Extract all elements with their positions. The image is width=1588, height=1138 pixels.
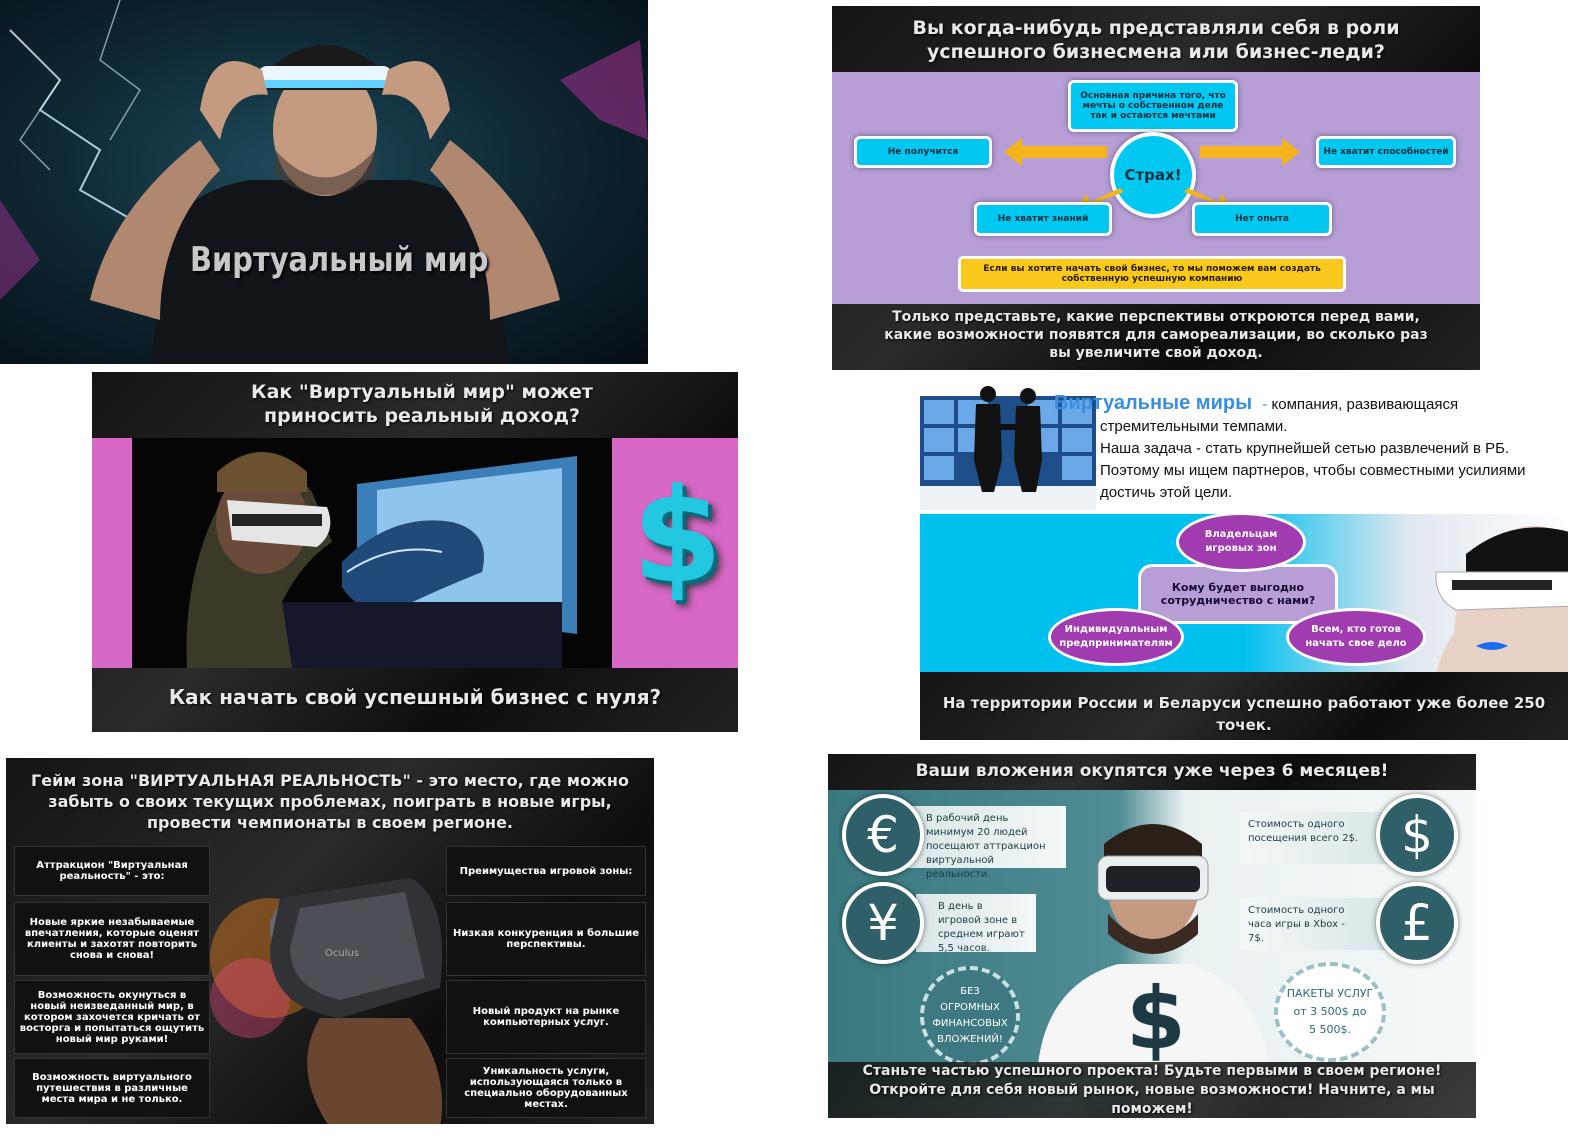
headset-label: Oculus: [325, 948, 359, 959]
yen-icon: ¥: [842, 882, 924, 964]
right-advantage-3: Уникальность услуги, использующаяся толь…: [446, 1058, 646, 1118]
ability-box: Не хватит способностей: [1316, 136, 1456, 168]
cinema-illustration: [186, 452, 577, 668]
packages-range: от 3 500$ до: [1293, 1005, 1367, 1018]
right-advantage-1: Низкая конкуренция и большие перспективы…: [446, 902, 646, 976]
panel-heading: Вы когда-нибудь представляли себя в роли…: [912, 17, 1400, 63]
xbox-price-fact: Стоимость одного часа игры в Xbox - 7$.: [1240, 898, 1390, 950]
offer-box: Если вы хотите начать свой бизнес, то мы…: [958, 256, 1346, 292]
vr-woman-illustration: [1435, 526, 1568, 674]
packages-max: 5 500$.: [1309, 1023, 1351, 1036]
footer-bar: [828, 1062, 1476, 1118]
fear-circle: Страх!: [1110, 132, 1196, 218]
dollar-icon: $: [1376, 794, 1458, 876]
no-big-investment-seal: БЕЗ ОГРОМНЫХ ФИНАНСОВЫХ ВЛОЖЕНИЙ!: [920, 966, 1020, 1066]
panel-real-income: Как "Виртуальный мир" может приносить ре…: [92, 372, 738, 732]
brand-name: Виртуальные миры: [1054, 392, 1253, 414]
panel-payback: Ваши вложения окупятся уже через 6 месяц…: [828, 754, 1476, 1118]
dash: -: [1258, 396, 1272, 413]
panel-heading: Ваши вложения окупятся уже через 6 месяц…: [915, 761, 1389, 781]
packages-title: ПАКЕТЫ УСЛУГ: [1286, 987, 1374, 1000]
euro-icon: €: [842, 794, 924, 876]
target-entrepreneurs: Индивидуальным предпринимателям: [1048, 608, 1184, 666]
left-benefit-3: Возможность виртуального путешествия в р…: [14, 1058, 210, 1118]
pound-icon: £: [1376, 882, 1458, 964]
center-dollar-icon: $: [1126, 969, 1186, 1069]
attraction-intro: Аттракцион "Виртуальная реальность" - эт…: [14, 846, 210, 896]
lightning-illustration: [0, 0, 648, 301]
visitors-fact: В рабочий день минимум 20 людей посещают…: [906, 806, 1066, 880]
panel-fear-diagram: Вы когда-нибудь представляли себя в роли…: [832, 6, 1480, 370]
target-gaming-owners: Владельцам игровых зон: [1176, 512, 1306, 572]
panel-footer: Только представьте, какие перспективы от…: [884, 309, 1428, 361]
panel-heading: Как "Виртуальный мир" может приносить ре…: [251, 381, 593, 427]
visit-price-fact: Стоимость одного посещения всего 2$.: [1240, 812, 1390, 864]
oculus-headset-illustration: Oculus: [210, 878, 442, 1124]
business-handshake-illustration: [920, 386, 1096, 510]
header-bar: [828, 754, 1476, 790]
panel-footer: На территории России и Беларуси успешно …: [942, 694, 1546, 734]
company-intro: Виртуальные миры - компания, развивающая…: [1054, 392, 1560, 504]
target-starters: Всем, кто готов начать свое дело: [1286, 608, 1426, 666]
advantages-heading: Преимущества игровой зоны:: [446, 846, 646, 896]
intro-text: компания, развивающаяся стремительными т…: [1100, 396, 1459, 435]
panel-title: Виртуальный мир: [190, 240, 489, 280]
left-benefit-1: Новые яркие незабываемые впечатления, ко…: [14, 902, 210, 976]
packages-seal: ПАКЕТЫ УСЛУГ от 3 500$ до 5 500$.: [1274, 962, 1386, 1062]
panel-company: Виртуальные миры - компания, развивающая…: [920, 380, 1568, 740]
panel-game-zone: Гейм зона "ВИРТУАЛЬНАЯ РЕАЛЬНОСТЬ" - это…: [6, 758, 654, 1124]
fail-box: Не получится: [854, 136, 992, 168]
mission-text: Наша задача - стать крупнейшей сетью раз…: [1100, 440, 1526, 501]
panel-heading: Гейм зона "ВИРТУАЛЬНАЯ РЕАЛЬНОСТЬ" - это…: [31, 771, 629, 832]
right-advantage-2: Новый продукт на рынке компьютерных услу…: [446, 980, 646, 1054]
dollar-sign-icon: $: [632, 460, 723, 612]
fear-label: Страх!: [1124, 166, 1182, 184]
panel-footer: Как начать свой успешный бизнес с нуля?: [168, 685, 662, 709]
footer-bar: [920, 672, 1568, 740]
hours-fact: В день в игровой зоне в среднем играют 5…: [916, 894, 1036, 954]
panel-virtual-world: Виртуальный мир: [0, 0, 648, 364]
experience-box: Нет опыта: [1192, 202, 1332, 236]
man-with-headset-illustration: [90, 45, 560, 364]
left-benefit-2: Возможность окунуться в новый неизведанн…: [14, 980, 210, 1054]
cause-box: Основная причина того, что мечты о собст…: [1068, 80, 1238, 132]
panel-footer: Станьте частью успешного проекта! Будьте…: [862, 1063, 1442, 1117]
man-with-headset-illustration: [1038, 824, 1268, 1064]
knowledge-box: Не хватит знаний: [974, 202, 1112, 236]
